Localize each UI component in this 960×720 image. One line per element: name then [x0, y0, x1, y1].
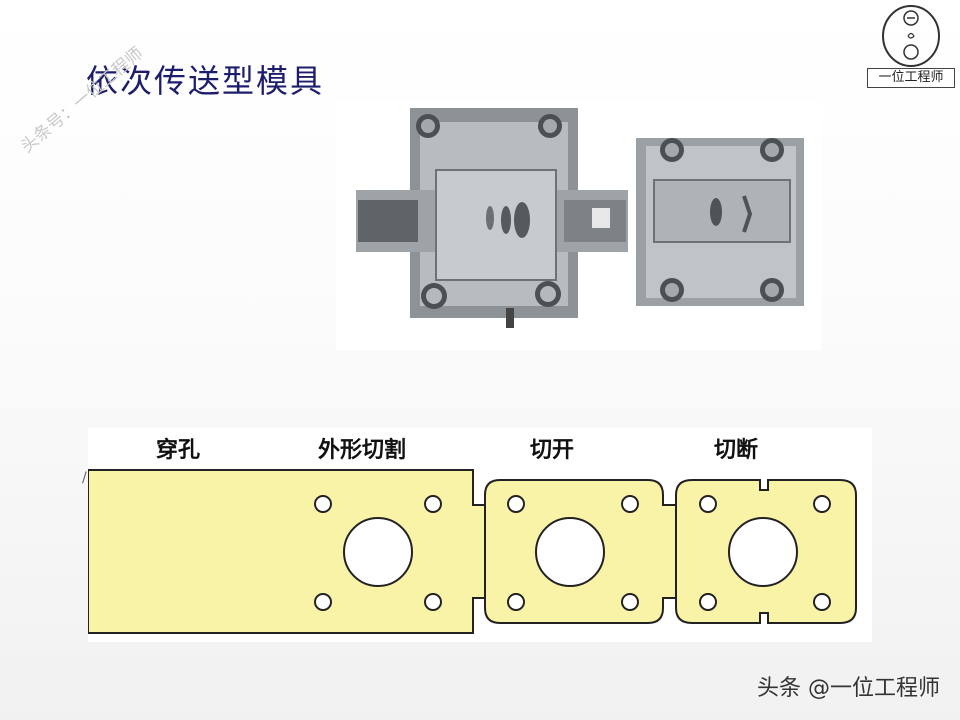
pilot-hole — [314, 495, 332, 513]
stage-label-slitting: 切开 — [530, 438, 575, 463]
stage-label-outline-cut: 外形切割 — [318, 438, 407, 463]
pilot-hole — [813, 593, 831, 611]
center-hole — [343, 517, 413, 587]
pilot-hole — [424, 593, 442, 611]
stage-label-cutoff: 切断 — [714, 438, 759, 463]
pilot-hole — [699, 593, 717, 611]
pilot-hole — [621, 593, 639, 611]
pilot-hole — [507, 495, 525, 513]
pilot-hole — [813, 495, 831, 513]
center-hole — [728, 517, 798, 587]
progressive-die-photo — [336, 100, 822, 350]
engineer-logo — [882, 5, 940, 67]
pilot-hole — [699, 495, 717, 513]
stage-label-piercing: 穿孔 — [156, 438, 201, 463]
tick-mark: / — [82, 470, 87, 486]
pilot-hole — [507, 593, 525, 611]
pilot-hole — [621, 495, 639, 513]
pilot-hole — [314, 593, 332, 611]
center-hole — [535, 517, 605, 587]
slide-title: 依次传送型模具 — [86, 62, 325, 100]
pilot-hole — [424, 495, 442, 513]
bottom-watermark: 头条 @一位工程师 — [757, 676, 940, 701]
logo-caption: 一位工程师 — [867, 68, 955, 88]
strip-diagram — [88, 469, 857, 634]
